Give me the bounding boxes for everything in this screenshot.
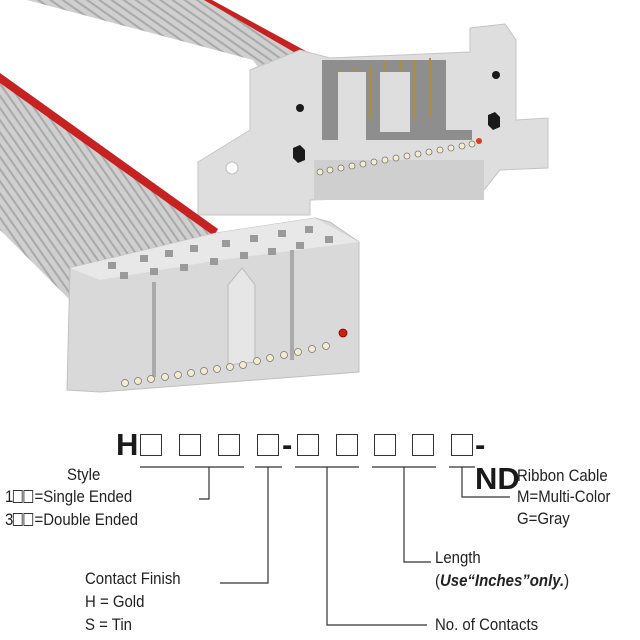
placeholder-box: [179, 434, 201, 456]
length-note: (Use“Inches”only.): [435, 571, 569, 591]
style-option-double-text: =Double Ended: [34, 510, 139, 529]
placeholder-box: [140, 434, 162, 456]
placeholder-box: [412, 434, 434, 456]
style-option-single: 1 =Single Ended: [5, 487, 132, 507]
style-option-double: 3 =Double Ended: [5, 510, 138, 530]
part-suffix: -ND: [475, 427, 520, 496]
placeholder-box: [23, 513, 34, 526]
length-note-bold: Use“Inches”only.: [439, 571, 565, 590]
part-prefix: H: [116, 427, 139, 462]
placeholder-box: [13, 490, 24, 503]
style-option-double-prefix: 3: [5, 510, 14, 529]
length-note-close: ): [564, 571, 570, 590]
contact-finish-title: Contact Finish: [85, 569, 181, 588]
placeholder-box: [218, 434, 240, 456]
contacts-title: No. of Contacts: [435, 615, 539, 634]
placeholder-box: [23, 490, 34, 503]
bottom-ribbon-cable: [0, 73, 218, 300]
placeholder-box: [374, 434, 396, 456]
contact-finish-tin: S = Tin: [85, 615, 132, 634]
ribbon-multicolor: M=Multi-Color: [517, 487, 611, 506]
placeholder-box: [451, 434, 473, 456]
style-option-single-prefix: 1: [5, 487, 14, 506]
placeholder-box: [297, 434, 319, 456]
part-dash: -: [282, 427, 293, 462]
placeholder-box: [257, 434, 279, 456]
style-option-single-text: =Single Ended: [34, 487, 133, 506]
ribbon-gray: G=Gray: [517, 509, 570, 528]
ribbon-title: Ribbon Cable: [517, 466, 608, 485]
contact-finish-gold: H = Gold: [85, 592, 145, 611]
ribbon-cable-assembly-image: [0, 0, 549, 393]
socket-connector: [66, 217, 360, 393]
length-note-open: (: [435, 571, 440, 590]
length-title: Length: [435, 548, 481, 567]
placeholder-box: [13, 513, 24, 526]
placeholder-box: [336, 434, 358, 456]
top-ribbon-cable: [27, 0, 326, 130]
style-title: Style: [67, 465, 101, 484]
header-connector: [197, 23, 549, 216]
